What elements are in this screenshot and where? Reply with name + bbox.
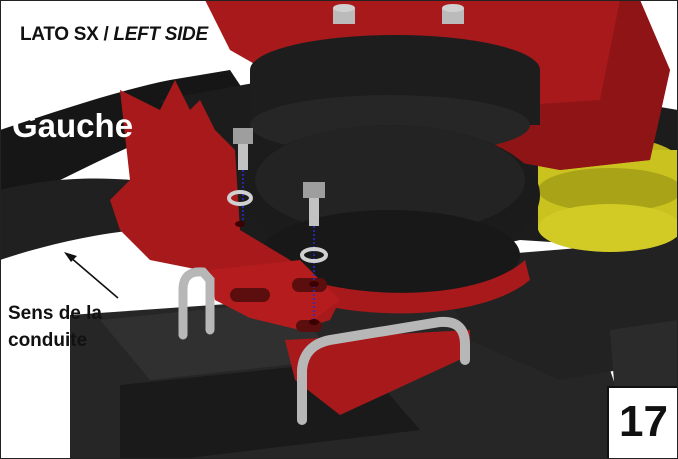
driving-direction-arrow	[64, 252, 119, 299]
driving-direction-line2: conduite	[8, 330, 88, 351]
side-label-fr: Côté Gauche	[12, 60, 133, 148]
u-bolt-right	[297, 316, 470, 425]
driving-direction-line1: Sens de la	[8, 303, 102, 324]
bolt-left	[227, 128, 253, 227]
top-bolt-right	[442, 4, 464, 24]
top-bolt-left	[333, 4, 355, 24]
page-number: 17	[619, 397, 668, 446]
lower-clamp-bar	[285, 330, 470, 415]
side-label-fr-line2: Gauche	[12, 107, 134, 144]
side-label-separator: /	[98, 24, 114, 45]
u-bolt-left	[178, 267, 215, 340]
side-label-en: LEFT SIDE	[113, 24, 208, 45]
left-side-bracket-face	[210, 260, 340, 330]
page-number-box: 17	[607, 386, 678, 459]
air-spring-bellows	[240, 35, 540, 300]
side-label-it: LATO SX	[20, 24, 99, 45]
side-label: LATO SX / LEFT SIDE	[20, 24, 208, 46]
bracket-slot-left	[230, 288, 270, 302]
side-label-fr-line1: Côté	[12, 63, 86, 100]
bolt-right	[300, 182, 328, 325]
driving-direction-label: Sens de la conduite	[8, 300, 102, 354]
